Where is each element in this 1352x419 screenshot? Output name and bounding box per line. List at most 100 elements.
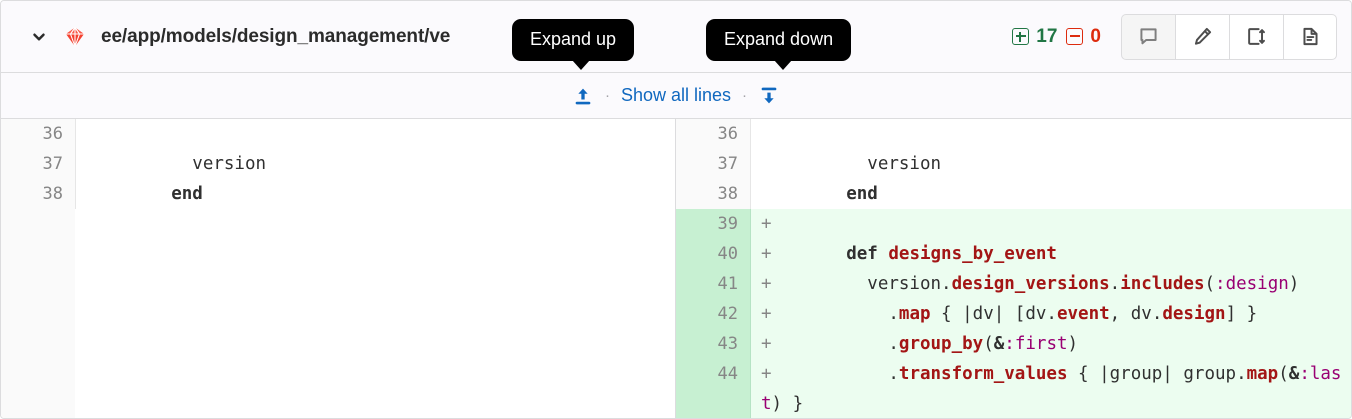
expand-lines-row: · Show all lines · [1,73,1351,119]
file-path[interactable]: ee/app/models/design_management/ve [101,25,451,47]
code-line[interactable]: + def designs_by_event [750,239,1351,269]
code-line[interactable]: + .transform_values { |group| group.map(… [750,359,1351,418]
chevron-down-icon[interactable] [27,25,51,49]
line-number[interactable]: 37 [1,149,75,179]
additions-count: 17 [1036,25,1058,47]
code-token: :design [1215,274,1289,294]
code-token: . [1046,304,1057,324]
code-token: end [171,184,203,204]
code-token [783,304,888,324]
view-file-button[interactable] [1283,13,1337,60]
code-token [108,184,171,204]
plus-square-icon [1012,28,1030,45]
diff-line: 36 [676,119,1351,149]
code-token: event [1056,304,1110,324]
code-line[interactable] [75,119,675,149]
code-token: & [1288,364,1300,384]
line-number[interactable]: 44 [676,359,750,418]
code-token: } [782,394,804,414]
line-number[interactable]: 36 [1,119,75,149]
code-token [783,184,846,204]
code-line[interactable]: + version.design_versions.includes(:desi… [750,269,1351,299]
arrow-down-to-line-icon[interactable] [758,85,780,107]
code-token [783,364,888,384]
line-number[interactable]: 39 [676,209,750,239]
deletions-count: 0 [1090,25,1101,47]
code-token: :first [1004,334,1068,354]
separator-dot-left: · [604,87,610,104]
diff-sign: + [761,274,772,294]
code-token: designs_by_event [888,244,1057,264]
diff-stats: 17 0 [1012,26,1101,48]
code-token: design [1162,304,1226,324]
tooltip-expand-down: Expand down [706,19,852,70]
code-line[interactable] [750,119,1351,149]
code-line[interactable]: end [75,179,675,209]
line-number[interactable]: 38 [1,179,75,209]
code-token: ) [1067,334,1079,354]
show-all-lines-link[interactable]: Show all lines [620,85,732,105]
line-number[interactable]: 40 [676,239,750,269]
diff-sign: + [761,214,772,234]
code-token: def [846,244,878,264]
diff-line: 44+ .transform_values { |group| group.ma… [676,359,1351,418]
diff-line: 40+ def designs_by_event [676,239,1351,269]
diff-sign: + [761,364,772,384]
code-token: . [888,364,899,384]
code-token [878,244,889,264]
code-token: ) [771,394,783,414]
diff-sign: + [761,334,772,354]
compare-versions-button[interactable] [1229,13,1283,60]
code-token [783,334,888,354]
edit-button[interactable] [1175,13,1229,60]
code-token: version [108,154,267,174]
diff-line: 41+ version.design_versions.includes(:de… [676,269,1351,299]
code-token: & [993,334,1005,354]
code-token: version [783,154,942,174]
code-token: . [941,274,952,294]
code-line[interactable]: version [75,149,675,179]
code-token: map [1246,364,1279,384]
code-token: transform_values [898,364,1068,384]
diff-line: 43+ .group_by(&:first) [676,329,1351,359]
code-line[interactable]: + .map { |dv| [dv.event, dv.design] } [750,299,1351,329]
code-token: :last [761,364,1342,414]
code-line[interactable]: + [750,209,1351,239]
code-line[interactable]: + .group_by(&:first) [750,329,1351,359]
arrow-up-to-line-icon[interactable] [572,85,594,107]
diff-line: 37 version [1,149,675,179]
minus-square-icon [1066,28,1084,45]
additions-stat: 17 [1012,26,1057,48]
code-line[interactable]: end [750,179,1351,209]
code-token: ) [1288,274,1300,294]
code-token: . [1109,274,1121,294]
code-token: end [846,184,878,204]
code-token: ] } [1225,304,1258,324]
diff-line: 38 end [676,179,1351,209]
line-number[interactable]: 43 [676,329,750,359]
code-token [783,244,846,264]
deletions-stat: 0 [1066,26,1101,48]
code-token: . [1236,364,1247,384]
code-token: , dv [1109,304,1152,324]
code-token: { |dv| [dv [930,304,1047,324]
diff-line: 37 version [676,149,1351,179]
tooltip-expand-up: Expand up [512,19,635,70]
code-token: version [783,274,942,294]
diff-file-header: ee/app/models/design_management/ve 17 0 [1,1,1351,73]
line-number[interactable]: 41 [676,269,750,299]
diff-sign: + [761,304,772,324]
line-number[interactable]: 37 [676,149,750,179]
line-number[interactable]: 42 [676,299,750,329]
code-line[interactable]: version [750,149,1351,179]
line-number[interactable]: 36 [676,119,750,149]
code-token: group_by [898,334,984,354]
line-number[interactable]: 38 [676,179,750,209]
diff-sign: + [761,244,772,264]
separator-dot-right: · [742,87,748,104]
code-token: . [1151,304,1163,324]
comment-button[interactable] [1121,13,1175,60]
